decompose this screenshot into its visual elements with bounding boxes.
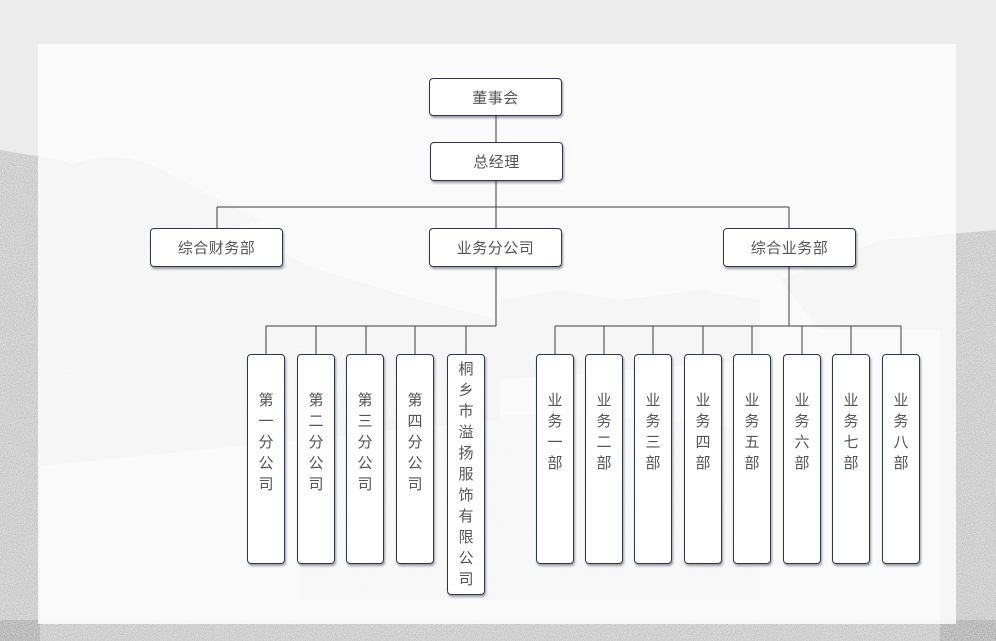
node-unit-7-label: 业务七部: [843, 391, 859, 472]
node-unit-4-label: 业务四部: [695, 391, 711, 472]
node-business-branch: 业务分公司: [429, 228, 562, 267]
node-unit-5: 业务五部: [733, 354, 771, 564]
node-finance-dept: 综合财务部: [150, 228, 283, 267]
node-unit-3-label: 业务三部: [645, 391, 661, 472]
node-general-manager-label: 总经理: [473, 153, 520, 171]
node-unit-2: 业务二部: [585, 354, 623, 564]
node-unit-8: 业务八部: [882, 354, 920, 564]
node-unit-7: 业务七部: [832, 354, 870, 564]
node-branch-4: 第四分公司: [396, 354, 434, 564]
node-branch-4-label: 第四分公司: [407, 391, 423, 493]
node-general-business-dept-label: 综合业务部: [750, 239, 829, 257]
node-board: 董事会: [429, 78, 562, 116]
node-general-business-dept: 综合业务部: [723, 228, 856, 267]
node-unit-1-label: 业务一部: [547, 391, 563, 472]
node-branch-1: 第一分公司: [247, 354, 285, 564]
node-branch-subsidiary: 桐乡市溢扬服饰有限公司: [447, 354, 485, 595]
node-unit-4: 业务四部: [684, 354, 722, 564]
node-branch-3-label: 第三分公司: [357, 391, 373, 493]
node-finance-dept-label: 综合财务部: [177, 239, 256, 257]
node-unit-5-label: 业务五部: [744, 391, 760, 472]
node-branch-2-label: 第二分公司: [308, 391, 324, 493]
node-branch-2: 第二分公司: [297, 354, 335, 564]
node-general-manager: 总经理: [430, 142, 563, 181]
node-board-label: 董事会: [472, 88, 519, 107]
node-unit-8-label: 业务八部: [893, 391, 909, 472]
node-unit-2-label: 业务二部: [596, 391, 612, 472]
node-business-branch-label: 业务分公司: [456, 239, 535, 257]
node-branch-1-label: 第一分公司: [258, 391, 274, 493]
node-branch-3: 第三分公司: [346, 354, 384, 564]
node-unit-6: 业务六部: [783, 354, 821, 564]
node-unit-1: 业务一部: [536, 354, 574, 564]
node-branch-subsidiary-label: 桐乡市溢扬服饰有限公司: [458, 360, 474, 588]
node-unit-3: 业务三部: [634, 354, 672, 564]
node-unit-6-label: 业务六部: [794, 391, 810, 472]
